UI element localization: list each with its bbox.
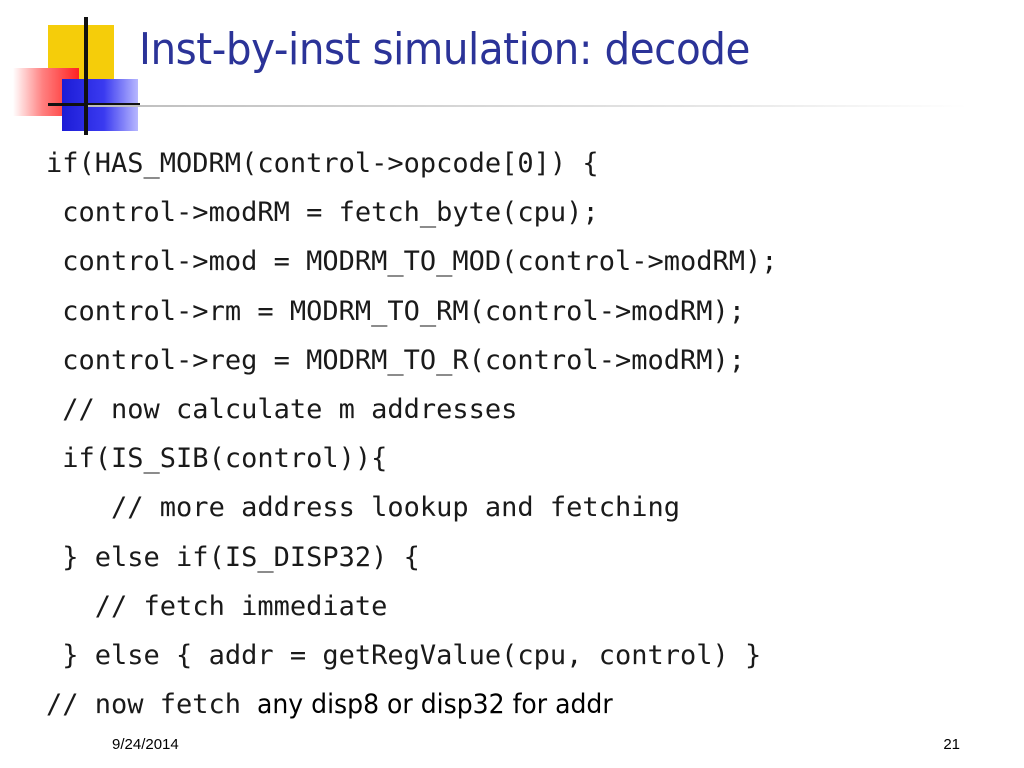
title-divider (88, 105, 968, 107)
code-line: } else { addr = getRegValue(cpu, control… (46, 637, 1006, 686)
code-line: } else if(IS_DISP32) { (46, 539, 1006, 588)
code-indent (46, 394, 62, 425)
code-line: if(IS_SIB(control)){ (46, 440, 1006, 489)
code-indent (46, 542, 62, 573)
logo-horizontal-line (48, 103, 140, 106)
code-line: control->mod = MODRM_TO_MOD(control->mod… (46, 243, 1006, 292)
code-line: // now fetch any disp8 or disp32 for add… (46, 686, 1006, 735)
code-indent (46, 246, 62, 277)
code-text: } else if(IS_DISP32) { (62, 541, 420, 573)
code-line: // now calculate m addresses (46, 391, 1006, 440)
code-text: if(IS_SIB(control)){ (62, 443, 388, 475)
logo-vertical-line (84, 17, 88, 135)
code-text: } else { addr = getRegValue(cpu, control… (62, 639, 762, 671)
code-line: // fetch immediate (46, 588, 1006, 637)
footer-date: 9/24/2014 (112, 736, 179, 753)
slide-title: Inst-by-inst simulation: decode (139, 24, 750, 75)
code-text: // now fetch (46, 689, 258, 721)
code-text: control->rm = MODRM_TO_RM(control->modRM… (62, 295, 745, 327)
code-text: control->mod = MODRM_TO_MOD(control->mod… (62, 246, 778, 278)
prose-text: any disp8 or disp32 for addr (257, 689, 614, 721)
code-text: // fetch immediate (94, 590, 388, 622)
code-indent (46, 640, 62, 671)
code-indent (46, 345, 62, 376)
code-text: if(HAS_MODRM(control->opcode[0]) { (46, 148, 599, 179)
code-indent (46, 197, 62, 228)
decorative-logo (0, 0, 150, 140)
code-line: // more address lookup and fetching (46, 489, 1006, 538)
code-line: control->rm = MODRM_TO_RM(control->modRM… (46, 293, 1006, 342)
code-line: if(HAS_MODRM(control->opcode[0]) { (46, 145, 1006, 194)
code-line: control->reg = MODRM_TO_R(control->modRM… (46, 342, 1006, 391)
code-text: control->reg = MODRM_TO_R(control->modRM… (62, 344, 745, 376)
code-indent (46, 591, 95, 622)
code-indent (46, 443, 62, 474)
code-indent (46, 492, 111, 523)
page-number: 21 (943, 736, 960, 753)
code-line: control->modRM = fetch_byte(cpu); (46, 194, 1006, 243)
code-text: // now calculate m addresses (62, 393, 518, 425)
code-text: control->modRM = fetch_byte(cpu); (62, 197, 599, 229)
code-text: // more address lookup and fetching (111, 492, 680, 524)
code-block: if(HAS_MODRM(control->opcode[0]) { contr… (46, 145, 1006, 735)
code-indent (46, 296, 62, 327)
